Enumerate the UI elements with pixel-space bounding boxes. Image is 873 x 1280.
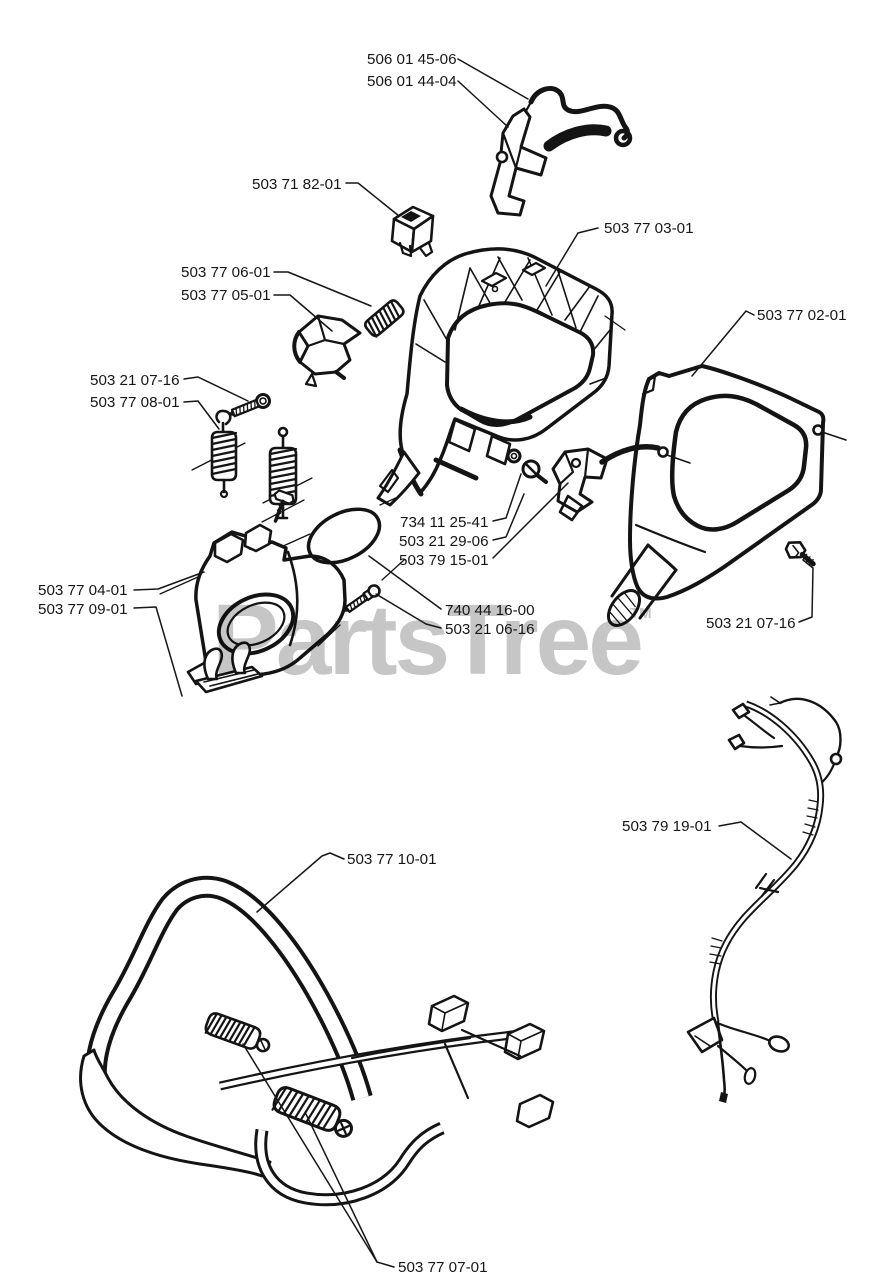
part-label-503-77-07-01: 503 77 07-01	[398, 1259, 488, 1276]
part-label-503-77-04-01: 503 77 04-01	[38, 582, 128, 599]
spike-part	[194, 641, 264, 694]
throttle-lever-part	[524, 86, 633, 152]
clamp-screws-part	[506, 444, 661, 522]
cover-part	[606, 364, 847, 627]
handle-spring-2	[271, 1086, 353, 1138]
stop-switch-part	[390, 205, 435, 258]
trigger-lockout-part	[292, 314, 362, 388]
screw-right-part	[784, 541, 816, 567]
part-label-503-21-06-16: 503 21 06-16	[445, 621, 535, 638]
spring-small-part	[364, 299, 405, 338]
part-label-503-77-06-01: 503 77 06-01	[181, 264, 271, 281]
part-labels: 506 01 45-06 506 01 44-04 503 71 82-01 5…	[38, 51, 847, 1276]
watermark: PartsTree TM	[212, 584, 652, 696]
screw-left-part	[228, 393, 271, 418]
handle-frame-part	[376, 247, 626, 507]
part-label-506-01-45-06: 506 01 45-06	[367, 51, 457, 68]
part-label-734-11-25-41: 734 11 25-41	[400, 514, 488, 531]
diagram-parts	[79, 86, 847, 1207]
handle-spring-1	[204, 1012, 271, 1053]
trigger-bracket-part	[489, 107, 548, 217]
part-label-506-01-44-04: 506 01 44-04	[367, 73, 457, 90]
part-label-503-77-05-01: 503 77 05-01	[181, 287, 271, 304]
damper-spring-part	[191, 409, 313, 520]
part-label-503-77-08-01: 503 77 08-01	[90, 394, 180, 411]
part-label-503-77-02-01: 503 77 02-01	[757, 307, 847, 324]
part-label-503-79-19-01: 503 79 19-01	[622, 818, 712, 835]
watermark-tm: TM	[630, 605, 652, 622]
part-label-503-21-07-16-right: 503 21 07-16	[706, 615, 796, 632]
part-label-503-77-10-01: 503 77 10-01	[347, 851, 437, 868]
o-ring-part	[306, 507, 382, 565]
part-label-503-21-07-16-left: 503 21 07-16	[90, 372, 180, 389]
watermark-text: PartsTree	[212, 584, 641, 696]
part-label-503-77-09-01: 503 77 09-01	[38, 601, 128, 618]
front-handle-part	[79, 875, 555, 1207]
leader-lines	[133, 58, 814, 1268]
part-label-503-79-15-01: 503 79 15-01	[399, 552, 489, 569]
part-label-503-21-29-06: 503 21 29-06	[399, 533, 489, 550]
wiring-harness-part	[686, 696, 843, 1103]
part-label-503-71-82-01: 503 71 82-01	[252, 176, 342, 193]
guard-part	[159, 489, 399, 686]
part-label-740-44-16-00: 740 44 16-00	[445, 602, 535, 619]
part-label-503-77-03-01: 503 77 03-01	[604, 220, 694, 237]
